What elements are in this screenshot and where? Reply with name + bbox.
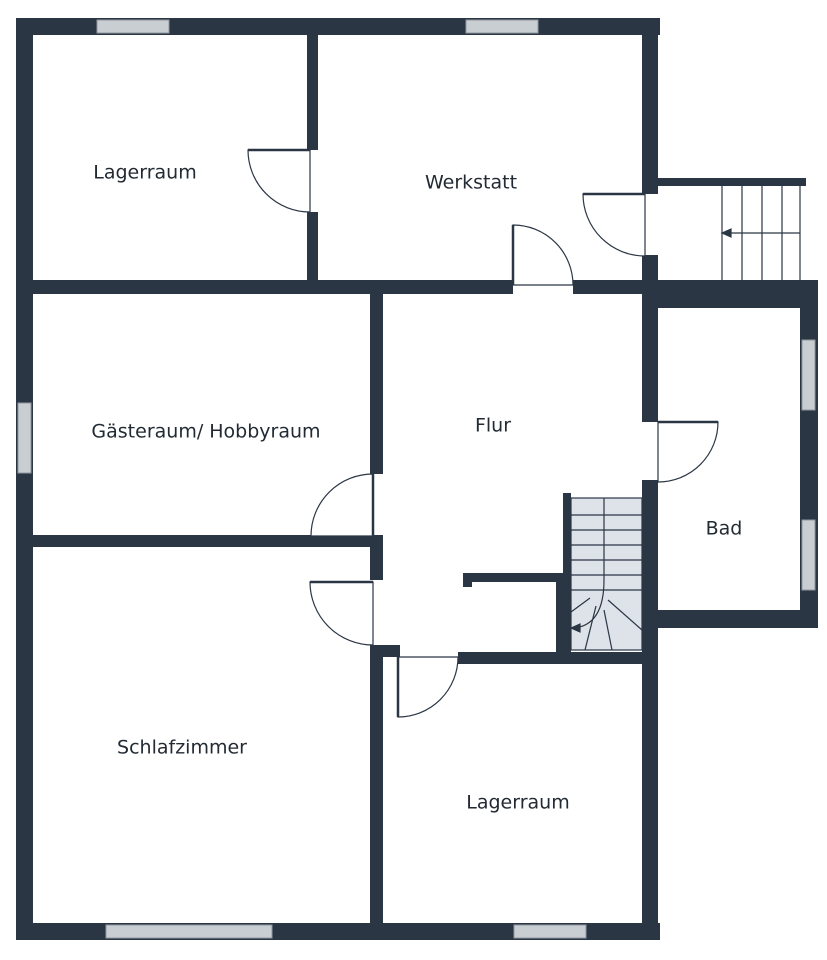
wall-stair-left [563,493,571,658]
window-bad-lower [801,519,816,591]
annex-band [642,280,818,308]
doors [247,148,719,718]
wall-right-upper [642,18,658,194]
window-bad-upper [801,339,816,411]
room-label-flur: Flur [475,415,511,437]
door-werkstatt-flur [511,224,574,286]
door-lager-werkstatt [247,148,311,213]
room-label-schlafzimmer: Schlafzimmer [117,737,247,759]
window-bottom-right [513,924,587,939]
room-label-gaesteraum: Gästeraum/ Hobbyraum [91,421,320,443]
bad-left-wall-upper [642,300,658,422]
window-left [17,402,32,474]
window-top-right [465,19,539,34]
room-label-bad: Bad [706,518,743,540]
stair-main [569,497,643,651]
window-bottom-left [105,924,273,939]
wall-lager-werkstatt-upper [307,35,318,150]
wall-lager-top-left [370,645,400,657]
annex-walls [642,178,818,630]
wall-schlaf-flur-stub [370,535,383,580]
wall-closet-top [463,573,563,582]
wall-closet-stub [463,573,472,587]
wall-left [16,18,33,940]
wall-row1-right [573,280,643,294]
door-flur-bad [657,420,719,483]
bad-bottom-wall [642,610,818,628]
room-labels: Lagerraum Werkstatt Gästeraum/ Hobbyraum… [91,162,742,814]
wall-lager-top-right [458,652,648,664]
room-label-lagerraum-1: Lagerraum [93,162,196,184]
door-flur-schlaf [309,580,374,646]
room-label-werkstatt: Werkstatt [425,172,517,194]
door-werkstatt-stair [582,192,646,257]
wall-right-lower [642,620,658,940]
stair-top-wall [658,178,806,186]
bad-left-wall-lower [642,480,658,630]
wall-schlaf-lager [370,645,383,935]
windows [17,19,816,939]
stairs [569,186,801,651]
wall-closet-right [556,573,565,658]
interior-walls [33,35,648,935]
room-label-lagerraum-2: Lagerraum [466,792,569,814]
wall-lager-werkstatt-lower [307,212,318,290]
wall-gaeste-schlaf [33,535,383,547]
door-flur-gaeste [310,473,375,537]
werkstatt-right-post [642,255,658,285]
wall-gaeste-flur-upper [370,294,383,474]
window-top-left [96,19,170,34]
stair-annex [720,186,801,280]
door-flur-lager [396,656,459,718]
wall-row1-left [33,280,513,294]
